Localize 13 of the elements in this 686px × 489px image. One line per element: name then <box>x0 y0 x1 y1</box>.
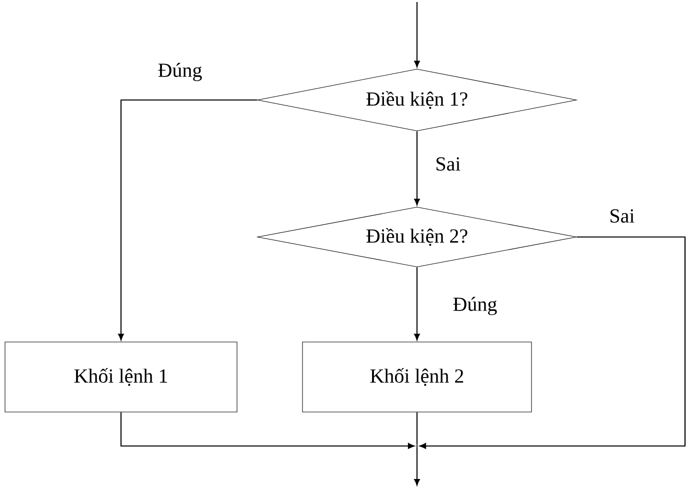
arrow <box>414 2 420 68</box>
arrow <box>414 447 420 486</box>
arrow <box>414 267 420 340</box>
edge-label: Sai <box>434 156 462 172</box>
process-box: Khối lệnh 1 <box>4 342 238 412</box>
edge-label: Sai <box>608 208 636 224</box>
edge-label: Đúng <box>451 296 499 316</box>
arrow <box>414 131 420 206</box>
arrow <box>420 236 686 449</box>
process-box: Khối lệnh 2 <box>302 342 532 412</box>
edge-label: Đúng <box>156 62 204 82</box>
arrow <box>120 412 414 449</box>
arrow <box>118 99 258 340</box>
